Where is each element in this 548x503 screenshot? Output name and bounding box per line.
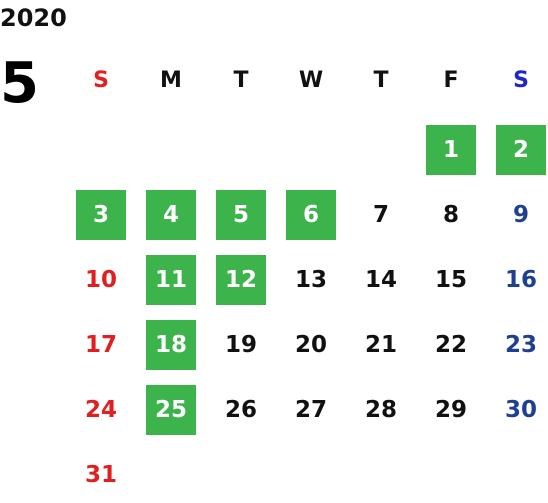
day-cell-15[interactable]: 15 [434,267,467,293]
day-cell-13[interactable]: 13 [294,267,327,293]
day-cell-8[interactable]: 8 [442,202,459,228]
day-cell-30[interactable]: 30 [504,397,537,423]
weekday-header-4: T [373,68,389,93]
weekday-header-5: F [443,68,459,93]
day-cell-10[interactable]: 10 [84,267,117,293]
day-cell-21[interactable]: 21 [364,332,397,358]
day-cell-9[interactable]: 9 [512,202,529,228]
weekday-header-3: W [298,68,324,93]
day-cell-6[interactable]: 6 [286,190,336,240]
day-cell-11[interactable]: 11 [146,255,196,305]
day-cell-5[interactable]: 5 [216,190,266,240]
month-label: 5 [0,51,39,116]
day-cell-2[interactable]: 2 [496,125,546,175]
day-cell-4[interactable]: 4 [146,190,196,240]
day-cell-18[interactable]: 18 [146,320,196,370]
weekday-header-1: M [160,68,182,93]
day-cell-24[interactable]: 24 [84,397,117,423]
day-cell-28[interactable]: 28 [364,397,397,423]
day-cell-22[interactable]: 22 [434,332,467,358]
day-cell-20[interactable]: 20 [294,332,327,358]
day-cell-1[interactable]: 1 [426,125,476,175]
day-cell-25[interactable]: 25 [146,385,196,435]
weekday-header-6: S [513,68,529,93]
day-cell-12[interactable]: 12 [216,255,266,305]
day-cell-17[interactable]: 17 [84,332,117,358]
day-cell-19[interactable]: 19 [224,332,257,358]
weekday-header-2: T [233,68,249,93]
day-cell-29[interactable]: 29 [434,397,467,423]
day-cell-14[interactable]: 14 [364,267,397,293]
day-cell-26[interactable]: 26 [224,397,257,423]
weekday-header-0: S [93,68,109,93]
day-cell-23[interactable]: 23 [504,332,537,358]
day-cell-16[interactable]: 16 [504,267,537,293]
day-cell-3[interactable]: 3 [76,190,126,240]
day-cell-31[interactable]: 31 [84,462,117,488]
day-cell-27[interactable]: 27 [294,397,327,423]
year-label: 2020 [0,4,67,32]
day-cell-7[interactable]: 7 [372,202,389,228]
